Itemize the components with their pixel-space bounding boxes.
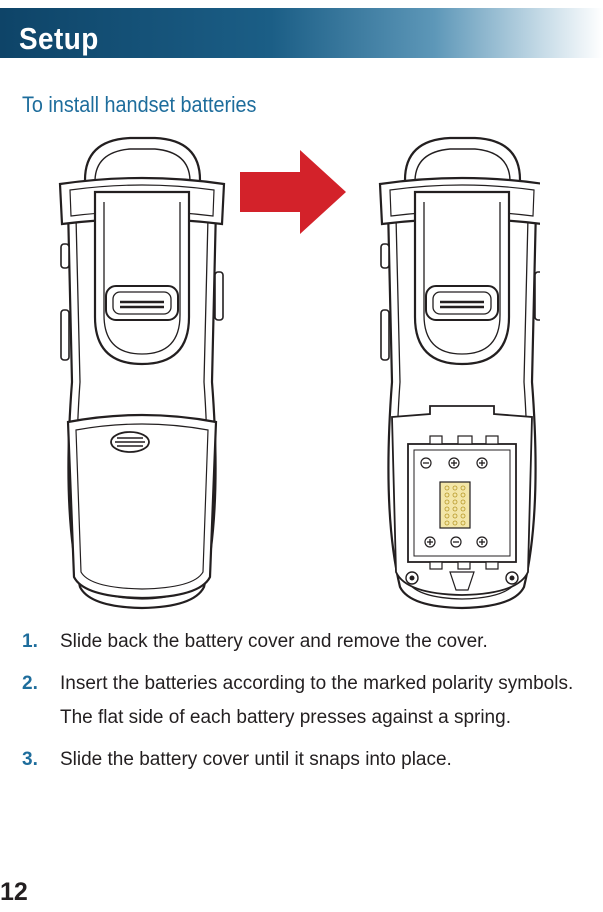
step-3: 3. Slide the battery cover until it snap… <box>22 746 602 774</box>
header-banner: Setup <box>0 8 603 58</box>
step-1: 1. Slide back the battery cover and remo… <box>22 628 602 656</box>
battery-install-illustration <box>58 136 540 610</box>
step-list: 1. Slide back the battery cover and remo… <box>22 628 602 774</box>
handset-battery-compartment-icon <box>378 136 540 610</box>
step-2: 2. Insert the batteries according to the… <box>22 670 602 732</box>
handset-back-cover-icon <box>58 136 226 610</box>
section-title: To install handset batteries <box>22 92 257 117</box>
step-number: 2. <box>22 673 38 694</box>
step-number: 1. <box>22 631 38 652</box>
page-title: Setup <box>19 21 99 56</box>
step-number: 3. <box>22 749 38 770</box>
step-text: Slide the battery cover until it snaps i… <box>60 749 452 770</box>
step-text: Insert the batteries according to the ma… <box>60 673 574 694</box>
step-text: Slide back the battery cover and remove … <box>60 631 488 652</box>
page-number: 12 <box>0 878 28 906</box>
right-arrow-icon <box>240 150 346 234</box>
step-note: The flat side of each battery presses ag… <box>60 707 511 728</box>
